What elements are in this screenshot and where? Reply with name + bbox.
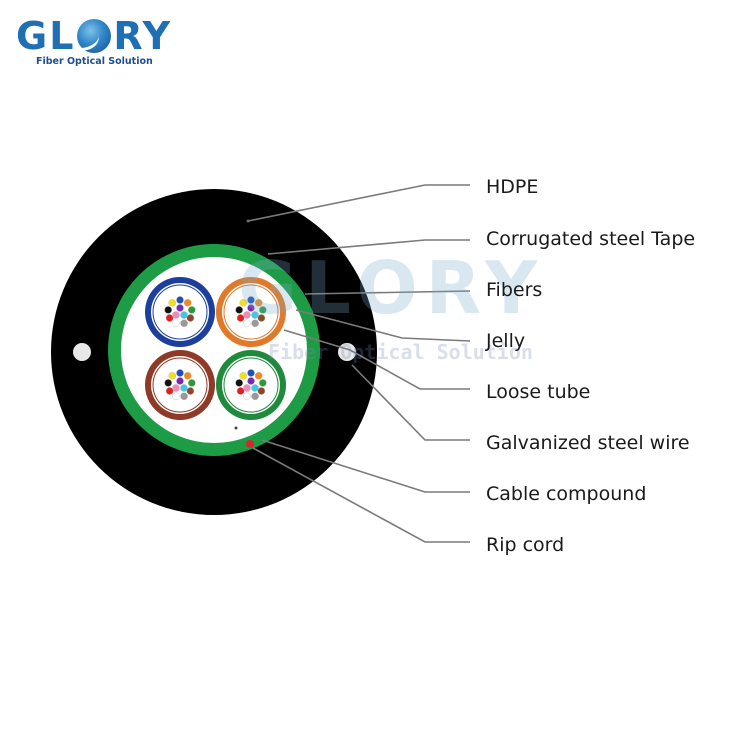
fiber	[236, 314, 245, 322]
fiber	[176, 304, 184, 312]
leader-fibers	[304, 290, 471, 295]
fiber	[251, 319, 259, 328]
fiber	[247, 296, 255, 304]
fiber	[235, 306, 243, 314]
cable-core	[121, 257, 307, 443]
fiber	[183, 372, 192, 380]
fiber	[186, 314, 195, 322]
fiber	[172, 311, 180, 319]
fiber	[254, 299, 263, 307]
steel-wire-left	[73, 343, 91, 361]
fiber	[251, 392, 259, 401]
fiber	[247, 369, 255, 377]
fiber	[243, 392, 251, 401]
fiber	[243, 319, 251, 328]
leader-corrugated-steel-tape	[267, 239, 470, 255]
fiber	[176, 296, 184, 304]
fiber	[254, 372, 263, 380]
fiber	[251, 311, 259, 319]
fiber-bundle	[235, 296, 267, 328]
fiber	[168, 299, 177, 307]
logo-text-suffix: RY	[113, 14, 173, 58]
fiber	[243, 311, 251, 319]
logo-text-prefix: GL	[16, 14, 76, 58]
loose-tube-green	[216, 350, 286, 420]
fiber	[172, 319, 180, 328]
fiber	[247, 377, 255, 385]
logo-wordmark: GL RY	[16, 14, 172, 58]
leader-lines	[247, 184, 471, 543]
leader-rip-cord	[252, 447, 470, 543]
label-cable-compound: Cable compound	[486, 483, 647, 505]
fiber	[183, 299, 192, 307]
label-loose-tube: Loose tube	[486, 381, 591, 403]
globe-icon	[70, 19, 112, 54]
fiber	[239, 299, 248, 307]
fiber	[251, 384, 259, 392]
fiber	[235, 379, 243, 387]
label-jelly: Jelly	[486, 330, 526, 352]
fiber-bundle	[164, 296, 196, 328]
label-galvanized-steel-wire: Galvanized steel wire	[486, 432, 690, 454]
fiber	[180, 392, 188, 401]
fiber	[172, 392, 180, 401]
fiber	[164, 306, 172, 314]
fiber	[239, 372, 248, 380]
fiber	[257, 387, 266, 395]
label-corrugated-steel-tape: Corrugated steel Tape	[486, 228, 696, 250]
fiber	[180, 311, 188, 319]
leader-jelly	[295, 309, 471, 342]
fiber	[176, 377, 184, 385]
leader-cable-compound	[261, 439, 470, 493]
loose-tube-blue	[145, 277, 215, 347]
brand-logo: GL RY Fiber Optical Solution	[14, 14, 174, 70]
fiber	[164, 379, 172, 387]
leader-loose-tube	[283, 329, 470, 390]
fiber	[188, 306, 196, 314]
fiber	[180, 384, 188, 392]
fiber	[259, 379, 267, 387]
fiber	[165, 314, 174, 322]
fiber	[243, 384, 251, 392]
leader-hdpe	[247, 184, 470, 222]
fiber	[168, 372, 177, 380]
fiber	[186, 387, 195, 395]
fiber	[172, 384, 180, 392]
cable-compound-marker	[234, 426, 238, 430]
leader-galvanized-steel-wire	[351, 364, 470, 441]
fiber	[257, 314, 266, 322]
fiber	[188, 379, 196, 387]
loose-tube-brown	[145, 350, 215, 420]
fiber	[165, 387, 174, 395]
fiber-bundle	[235, 369, 267, 401]
fiber-bundle	[164, 369, 196, 401]
loose-tube-orange	[216, 277, 286, 347]
fiber	[180, 319, 188, 328]
rip-cord	[246, 440, 254, 448]
label-hdpe: HDPE	[486, 176, 539, 198]
label-fibers: Fibers	[486, 279, 543, 301]
logo-tagline: Fiber Optical Solution	[36, 56, 153, 67]
label-rip-cord: Rip cord	[486, 534, 565, 556]
fiber	[176, 369, 184, 377]
fiber	[247, 304, 255, 312]
fiber	[236, 387, 245, 395]
fiber	[259, 306, 267, 314]
